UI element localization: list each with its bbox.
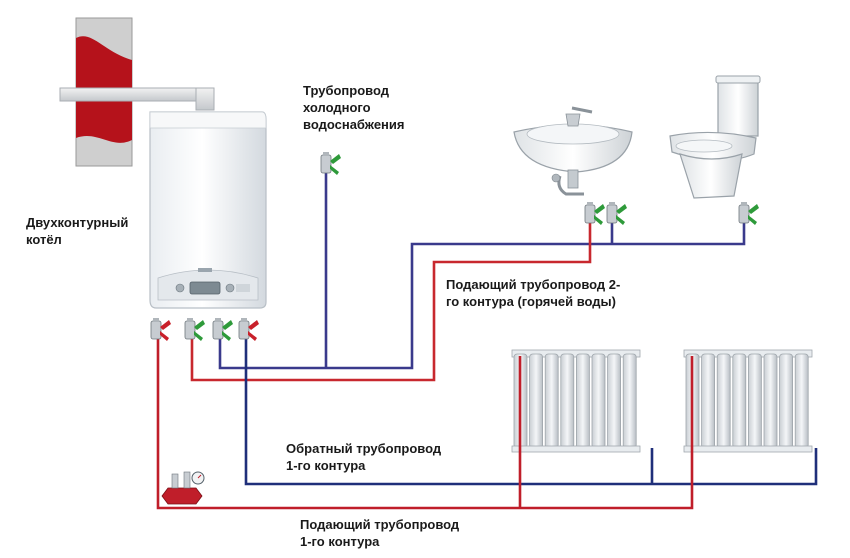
label-cold-water-pipeline: Трубопровод холодного водоснабжения: [303, 83, 405, 132]
valve-icon: [150, 318, 171, 341]
valve-icon: [606, 202, 627, 225]
valve-icon: [738, 202, 759, 225]
radiator-section: [701, 353, 715, 449]
radiator-section: [779, 353, 793, 449]
safety-group: [161, 471, 205, 505]
pipe-return-circuit-1: [244, 338, 818, 486]
valve-icon: [212, 318, 233, 341]
radiator-right: [683, 349, 813, 453]
label-supply-circuit-1: Подающий трубопровод 1-го контура: [300, 517, 460, 549]
radiator-section: [591, 353, 606, 449]
pipe-cold-water: [218, 172, 746, 370]
radiator-section: [748, 353, 762, 449]
radiator-section: [560, 353, 575, 449]
radiator-section: [763, 353, 778, 449]
valve-icon: [184, 318, 205, 341]
washbasin: [513, 106, 633, 196]
valve-icon: [238, 318, 259, 341]
radiator-left: [511, 349, 641, 453]
radiator-section: [529, 353, 543, 449]
pipe-supply-circuit-1: [156, 338, 694, 510]
valve-icon: [320, 152, 341, 175]
boiler: [149, 111, 267, 309]
label-boiler: Двухконтурный котёл: [26, 215, 129, 247]
radiator-section: [622, 353, 637, 449]
radiator-section: [794, 353, 809, 449]
radiator-section: [716, 353, 731, 449]
radiator-section: [607, 353, 621, 449]
pipelines: [156, 172, 818, 510]
valve-icon: [584, 202, 605, 225]
label-hot-water-supply: Подающий трубопровод 2- го контура (горя…: [446, 277, 621, 309]
pipe-hot-water-supply: [190, 222, 592, 382]
label-return-circuit-1: Обратный трубопровод 1-го контура: [286, 441, 442, 473]
radiator-section: [732, 353, 747, 449]
radiator-section: [576, 353, 590, 449]
chimney: [59, 17, 215, 167]
boiler-display: [189, 281, 221, 295]
radiator-section: [544, 353, 559, 449]
toilet: [669, 75, 761, 199]
